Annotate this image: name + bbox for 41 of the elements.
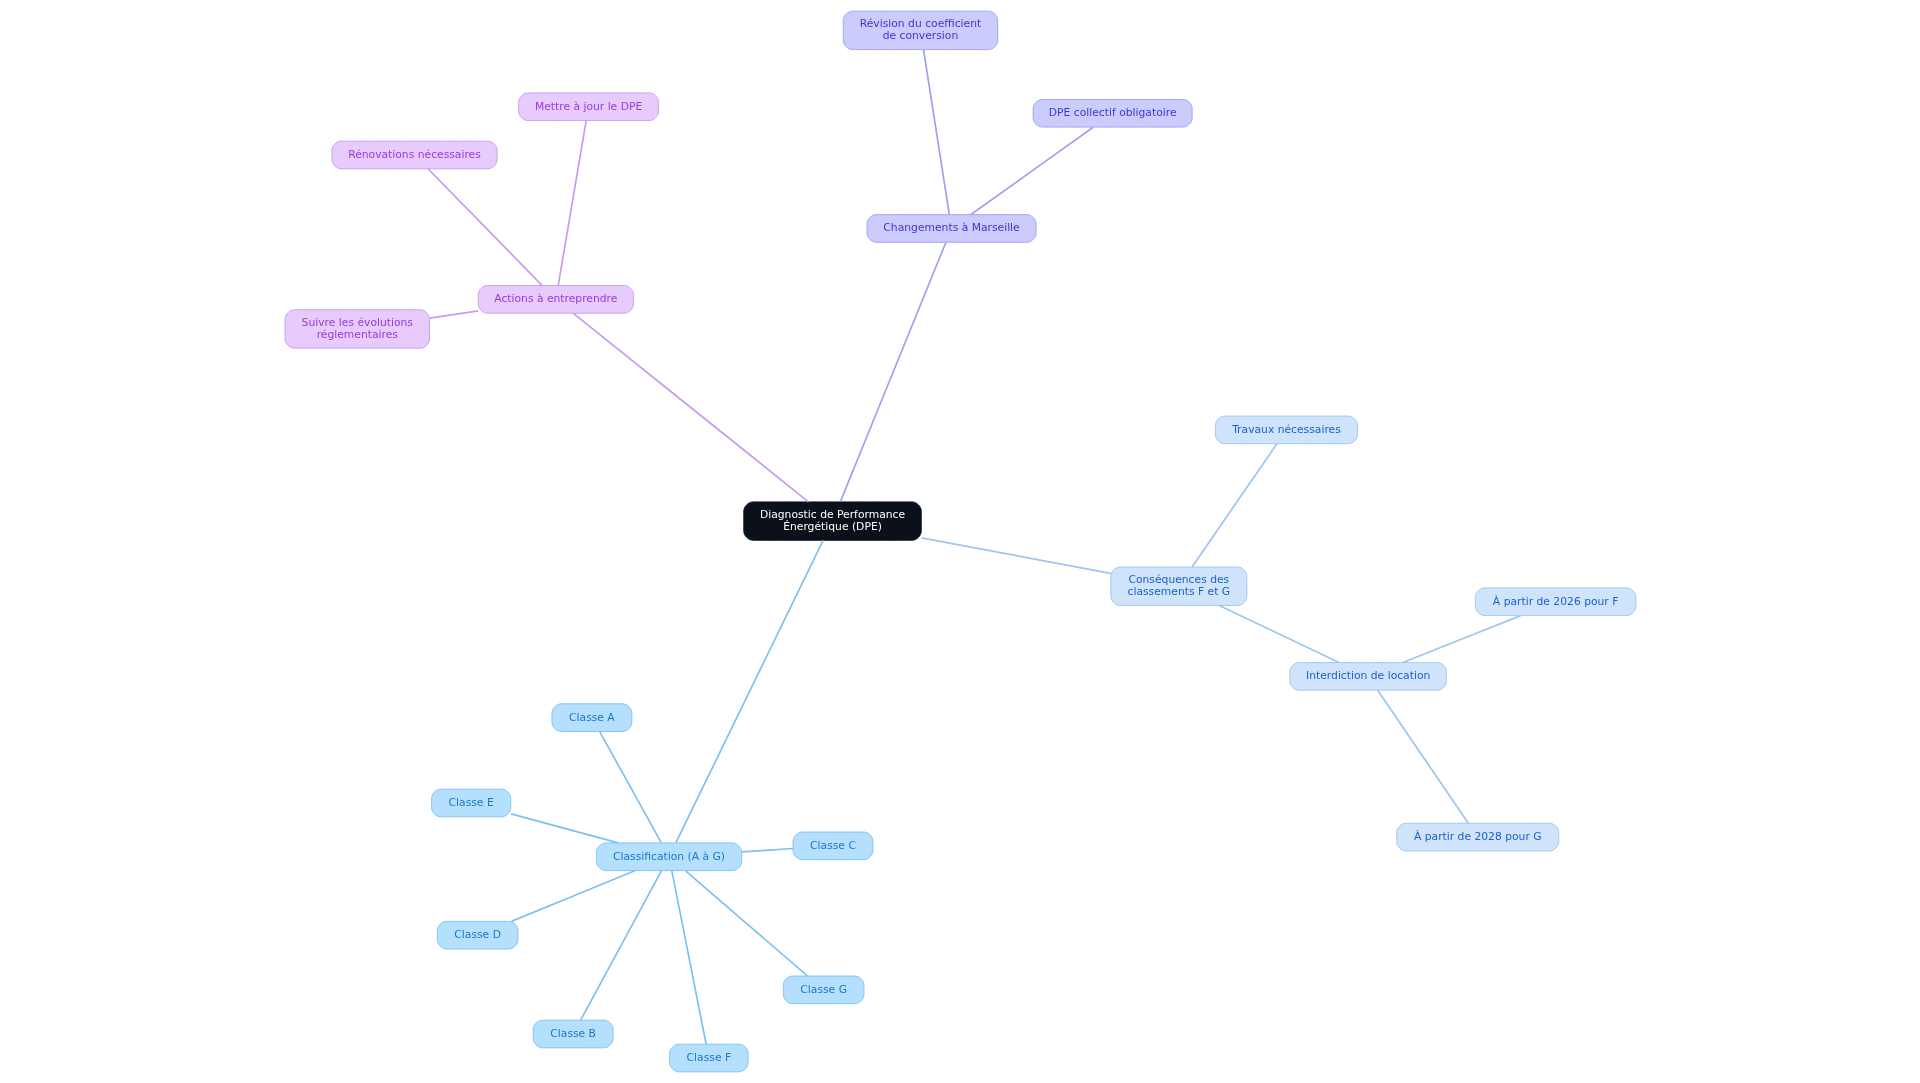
connector (740, 847, 794, 853)
node-box: Conséquences des classements F et G (1109, 566, 1247, 606)
connector (683, 869, 808, 977)
connector (556, 119, 587, 287)
connector (598, 730, 662, 844)
connector (509, 813, 619, 844)
node-box: Classe C (792, 831, 873, 861)
connector (426, 168, 543, 287)
connector (1376, 689, 1469, 825)
node-box: Classe A (551, 703, 632, 732)
connector (1217, 604, 1340, 664)
connector (510, 869, 636, 923)
node-box: Suivre les évolutions réglementaires (284, 309, 430, 349)
connector (670, 869, 707, 1045)
connector (839, 241, 947, 503)
connector (969, 126, 1094, 216)
node-box: Classe E (430, 788, 511, 818)
node-box: DPE collectif obligatoire (1032, 98, 1193, 128)
node-box: Classe G (782, 975, 864, 1005)
connector (572, 312, 809, 503)
node-box: Interdiction de location (1288, 662, 1447, 691)
node-box: Diagnostic de Performance Énergétique (DPE) (742, 501, 922, 541)
connector (674, 539, 824, 844)
node-box: Classe F (668, 1043, 748, 1073)
node-box: Rénovations nécessaires (330, 140, 498, 170)
node-box: Révision du coefficient de conversion (842, 10, 998, 51)
node-box: Mettre à jour le DPE (517, 92, 659, 121)
connector (922, 48, 950, 216)
connector (1401, 614, 1522, 664)
connector (1190, 442, 1278, 568)
connector (920, 537, 1111, 575)
node-box: Changements à Marseille (866, 214, 1037, 243)
connector (579, 869, 662, 1021)
node-box: À partir de 2028 pour G (1395, 822, 1559, 852)
node-box: Travaux nécessaires (1214, 415, 1358, 445)
connector (428, 310, 479, 320)
node-box: Actions à entreprendre (477, 285, 634, 314)
node-box: Classification (A à G) (595, 842, 742, 872)
node-box: Classe B (532, 1019, 614, 1049)
node-box: Classe D (436, 920, 518, 950)
node-box: À partir de 2026 pour F (1474, 587, 1636, 616)
